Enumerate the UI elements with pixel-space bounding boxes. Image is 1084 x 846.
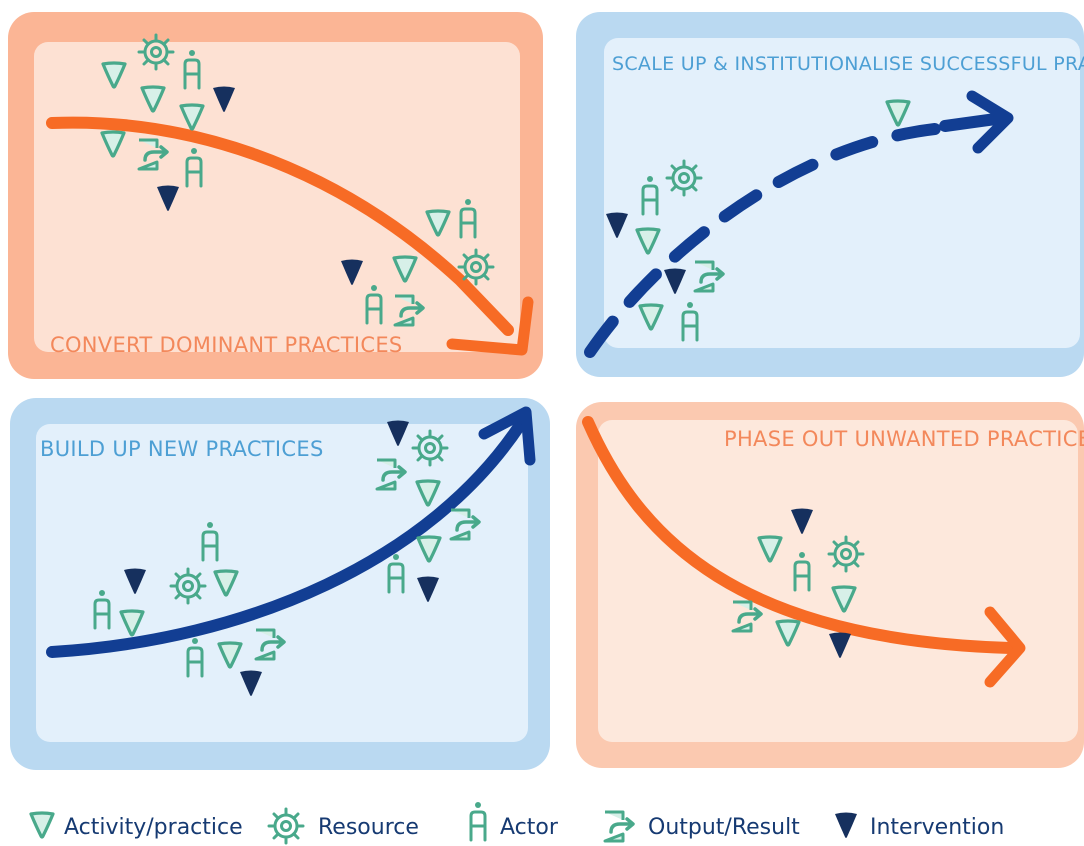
legend-resource-label: Resource <box>318 815 419 840</box>
panel-phase-out: PHASE OUT UNWANTED PRACTICES <box>576 402 1084 768</box>
scale-up-dashed-trend-line <box>584 122 951 358</box>
legend-actor-label: Actor <box>500 815 559 840</box>
build-up-trend-arrow-line <box>46 419 526 658</box>
legend-activity-label: Activity/practice <box>64 815 243 840</box>
panel-phase-out-title: PHASE OUT UNWANTED PRACTICES <box>724 427 1084 451</box>
legend-output-label: Output/Result <box>648 815 800 840</box>
panel-build-up: BUILD UP NEW PRACTICES <box>10 398 550 770</box>
phase-out-trend-arrow-line <box>582 416 1016 654</box>
panel-convert-inner <box>34 42 520 352</box>
legend-intervention-label: Intervention <box>870 815 1004 840</box>
build-up-arrowhead-icon <box>478 406 536 466</box>
convert-arrowhead-icon <box>446 296 534 356</box>
phase-out-arrowhead-icon <box>984 606 1026 688</box>
panel-phase-out-inner <box>598 420 1078 742</box>
person-icon <box>469 800 487 842</box>
output-arrow-box-icon <box>603 810 635 843</box>
legend: Activity/practice Resource Actor Output/… <box>29 800 1004 845</box>
panel-scale-up: SCALE UP & INSTITUTIONALISE SUCCESSFUL P… <box>576 12 1084 377</box>
panel-scale-up-title: SCALE UP & INSTITUTIONALISE SUCCESSFUL P… <box>612 53 1084 75</box>
convert-trend-arrow-line <box>46 116 514 336</box>
navy-drop-icon <box>835 812 857 838</box>
panel-convert: CONVERT DOMINANT PRACTICES <box>8 12 543 379</box>
gear-icon <box>267 807 305 845</box>
activity-triangle-icon <box>29 811 55 839</box>
panel-build-up-inner <box>36 424 528 742</box>
panel-build-up-title: BUILD UP NEW PRACTICES <box>40 437 324 461</box>
scale-up-arrow-shaft <box>939 112 1009 132</box>
panel-convert-title: CONVERT DOMINANT PRACTICES <box>50 333 403 357</box>
panel-scale-up-inner <box>604 38 1080 348</box>
scale-up-arrowhead-icon <box>966 90 1014 154</box>
